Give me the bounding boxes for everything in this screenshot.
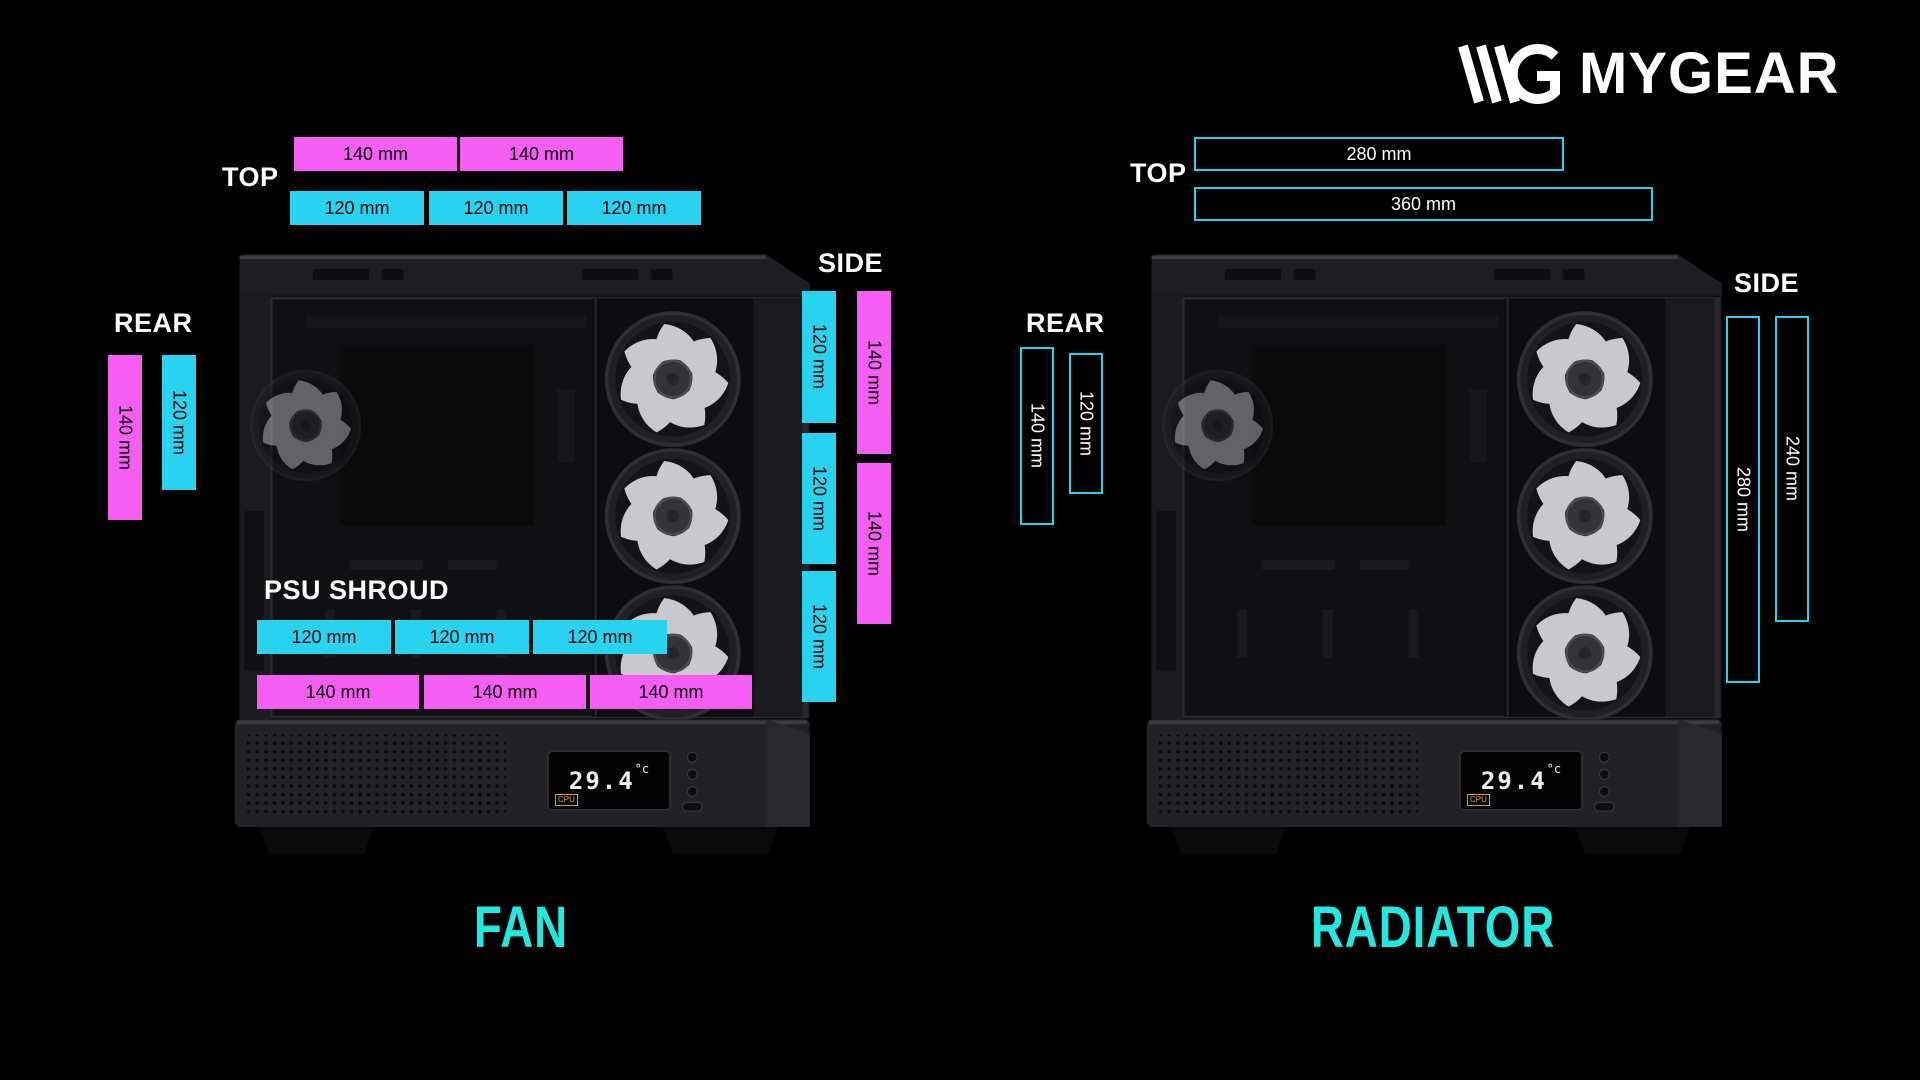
fan-psu-140mm-badge: 140 mm	[257, 675, 419, 709]
temp-unit: °c	[1546, 762, 1562, 776]
fan-top-label: TOP	[222, 162, 279, 192]
fan-psu-140mm-badge: 140 mm	[424, 675, 586, 709]
fan-side-label: SIDE	[818, 248, 884, 278]
fan-rear-label: REAR	[114, 308, 193, 338]
radiator-title: RADIATOR	[1310, 895, 1556, 961]
temp-unit: °c	[634, 762, 650, 776]
radiator-rear-140mm-box: 140 mm	[1020, 347, 1054, 525]
radiator-top-360mm-box: 360 mm	[1194, 187, 1653, 221]
mygear-logo-icon	[1458, 43, 1560, 104]
fan-top-140mm-badge: 140 mm	[460, 137, 623, 171]
radiator-side-240mm-box: 240 mm	[1775, 316, 1809, 622]
radiator-top-280mm-box: 280 mm	[1194, 137, 1564, 171]
fan-side-120mm-badge: 120 mm	[802, 571, 836, 702]
fan-top-140mm-badge: 140 mm	[294, 137, 457, 171]
fan-psu-shroud-label: PSU SHROUD	[264, 575, 450, 605]
fan-top-120mm-badge: 120 mm	[429, 191, 563, 225]
pc-case-illustration-radiator	[1139, 242, 1727, 860]
fan-psu-120mm-badge: 120 mm	[533, 620, 667, 654]
fan-top-120mm-badge: 120 mm	[290, 191, 424, 225]
fan-psu-120mm-badge: 120 mm	[395, 620, 529, 654]
fan-side-120mm-badge: 120 mm	[802, 433, 836, 564]
fan-rear-140mm-badge: 140 mm	[108, 355, 142, 520]
temp-value: 29.4	[568, 766, 635, 795]
radiator-side-280mm-box: 280 mm	[1726, 316, 1760, 683]
cpu-label: CPU	[555, 794, 578, 806]
pc-case-illustration-fan	[227, 242, 815, 860]
fan-side-140mm-badge: 140 mm	[857, 463, 891, 624]
fan-side-140mm-badge: 140 mm	[857, 291, 891, 454]
radiator-rear-label: REAR	[1026, 308, 1105, 338]
fan-title: FAN	[473, 895, 569, 961]
temperature-display: 29.4 °c CPU	[1460, 751, 1582, 810]
temperature-display: 29.4 °c CPU	[548, 751, 670, 810]
mygear-logo-text: MYGEAR	[1579, 41, 1840, 106]
fan-top-120mm-badge: 120 mm	[567, 191, 701, 225]
radiator-rear-120mm-box: 120 mm	[1069, 353, 1103, 494]
brand-logo: MYGEAR	[1455, 40, 1840, 107]
cpu-label: CPU	[1467, 794, 1490, 806]
fan-psu-140mm-badge: 140 mm	[590, 675, 752, 709]
fan-psu-120mm-badge: 120 mm	[257, 620, 391, 654]
radiator-side-label: SIDE	[1734, 268, 1800, 298]
temp-value: 29.4	[1480, 766, 1547, 795]
radiator-top-label: TOP	[1130, 158, 1187, 188]
fan-rear-120mm-badge: 120 mm	[162, 355, 196, 490]
fan-side-120mm-badge: 120 mm	[802, 291, 836, 423]
